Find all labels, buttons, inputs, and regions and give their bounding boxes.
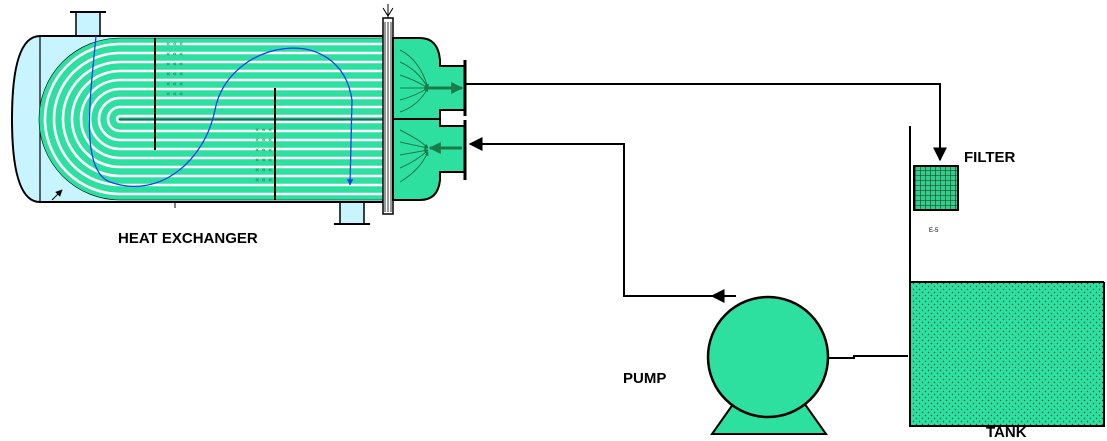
tank <box>909 126 1105 427</box>
svg-text:« « «: « « « <box>255 166 272 174</box>
svg-text:« « «: « « « <box>255 156 272 164</box>
pump <box>706 295 830 435</box>
shell-outlet-nozzle <box>339 201 365 225</box>
svg-text:« « «: « « « <box>255 126 272 134</box>
pump-label: PUMP <box>623 370 666 387</box>
svg-text:« « «: « « « <box>166 40 183 48</box>
tank-fluid <box>910 282 1104 426</box>
tank-label: TANK <box>986 424 1027 441</box>
piping <box>465 83 947 365</box>
filter: E-5 <box>913 165 959 234</box>
svg-text:« « «: « « « <box>166 70 183 78</box>
return-pipe <box>468 137 736 297</box>
svg-text:« « «: « « « <box>166 50 183 58</box>
filter-tag: E-5 <box>929 228 939 234</box>
svg-text:« « «: « « « <box>166 60 183 68</box>
tube-bundle <box>38 37 383 201</box>
shell-flow-path <box>88 35 354 188</box>
svg-text:« « «: « « « <box>255 146 272 154</box>
pump-casing <box>706 295 830 419</box>
filter-element <box>913 165 959 211</box>
filter-label: FILTER <box>964 149 1016 166</box>
svg-text:« « «: « « « <box>166 90 183 98</box>
shell-inlet-nozzle <box>75 11 101 37</box>
heat-exchanger-label: HEAT EXCHANGER <box>118 230 258 247</box>
svg-text:« « «: « « « <box>166 80 183 88</box>
svg-text:« « «: « « « <box>255 176 272 184</box>
svg-text:« « «: « « « <box>255 136 272 144</box>
heat-exchanger: « « « « « « « « « « « « « « « « « « « « « « «… <box>10 4 467 225</box>
outlet-pipe <box>465 83 947 162</box>
